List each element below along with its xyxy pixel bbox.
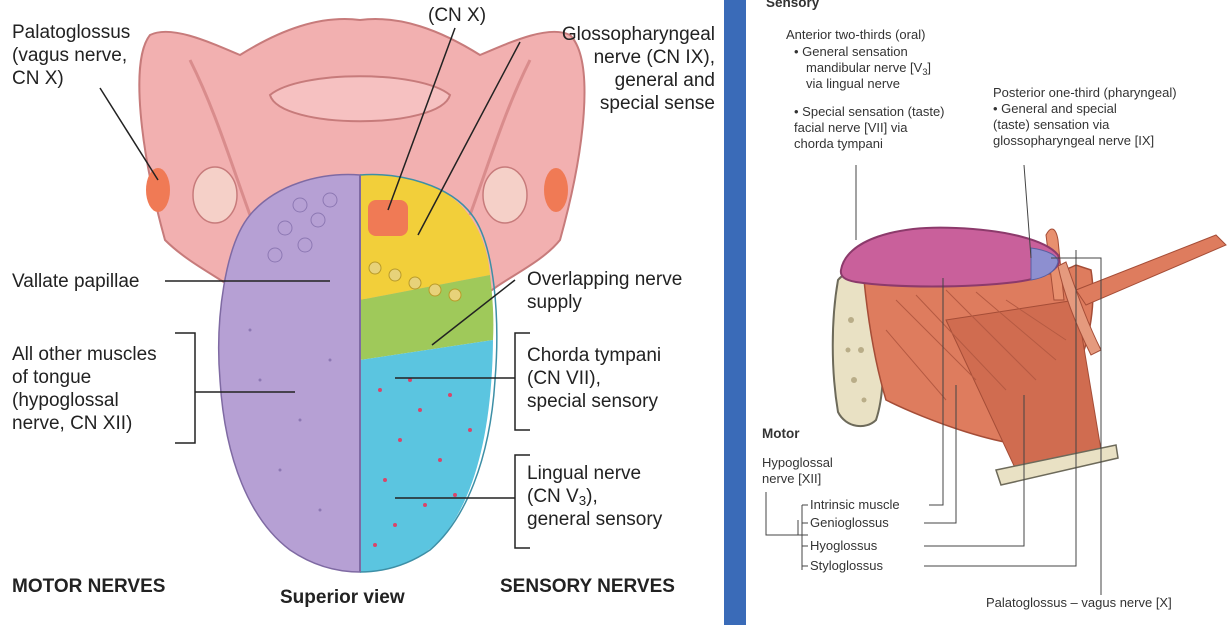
special-sensation-label: • Special sensation (taste) facial nerve… — [794, 104, 945, 152]
styloglossus-muscle — [1076, 235, 1226, 305]
sensory-heading: Sensory — [766, 0, 819, 11]
left-panel: (CN X) Palatoglossus (vagus nerve, CN X)… — [0, 0, 724, 625]
general-bullet: • General sensation — [794, 44, 908, 59]
tongue-dorsum — [841, 228, 1059, 287]
mandibular-text: mandibular nerve [V — [806, 60, 922, 75]
styloglossus-label: Styloglossus — [810, 558, 883, 574]
lingual-line1: Lingual nerve — [527, 463, 641, 484]
palatoglossus-left — [146, 168, 170, 212]
cn-x-top-label: (CN X) — [428, 4, 486, 27]
motor-heading: Motor — [762, 426, 800, 442]
overlapping-nerve-label: Overlapping nerve supply — [527, 268, 682, 314]
mandibular-close: ] — [927, 60, 931, 75]
intrinsic-muscle-label: Intrinsic muscle — [810, 497, 900, 513]
tongue-left-motor — [219, 175, 360, 572]
lingual-cn: (CN V — [527, 486, 579, 507]
general-sensation-label: • General sensation mandibular nerve [V3… — [794, 44, 931, 92]
tonsil-right — [483, 167, 527, 223]
right-panel: Sensory Anterior two-thirds (oral) • Gen… — [746, 0, 1227, 625]
sensory-nerves-heading: SENSORY NERVES — [500, 575, 675, 598]
hyoglossus-label: Hyoglossus — [810, 538, 877, 554]
palatoglossus-label: Palatoglossus (vagus nerve, CN X) — [12, 21, 130, 90]
glossopharyngeal-label: Glossopharyngeal nerve (CN IX), general … — [520, 23, 715, 115]
motor-nerves-heading: MOTOR NERVES — [12, 575, 165, 598]
superior-view-caption: Superior view — [280, 586, 405, 609]
tonsil-left — [193, 167, 237, 223]
posterior-one-third-label: Posterior one-third (pharyngeal) • Gener… — [993, 85, 1177, 149]
all-other-muscles-label: All other muscles of tongue (hypoglossal… — [12, 343, 157, 435]
hypoglossal-label: Hypoglossal nerve [XII] — [762, 455, 833, 487]
palatoglossus-right — [544, 168, 568, 212]
lingual-line3: general sensory — [527, 509, 662, 530]
genioglossus-label: Genioglossus — [810, 515, 889, 531]
palatoglossus-zone-orange — [368, 200, 408, 236]
lingual-nerve-label: Lingual nerve (CN V3), general sensory — [527, 462, 662, 531]
palatoglossus-vagus-label: Palatoglossus – vagus nerve [X] — [986, 595, 1172, 611]
tongue-right-anterior-blue — [360, 340, 493, 572]
chorda-tympani-label: Chorda tympani (CN VII), special sensory — [527, 344, 661, 413]
panel-divider — [724, 0, 746, 625]
via-lingual-text: via lingual nerve — [794, 76, 900, 91]
anterior-two-thirds-label: Anterior two-thirds (oral) — [786, 27, 925, 43]
vallate-papillae-label: Vallate papillae — [12, 270, 139, 293]
lingual-close: ), — [586, 486, 598, 507]
